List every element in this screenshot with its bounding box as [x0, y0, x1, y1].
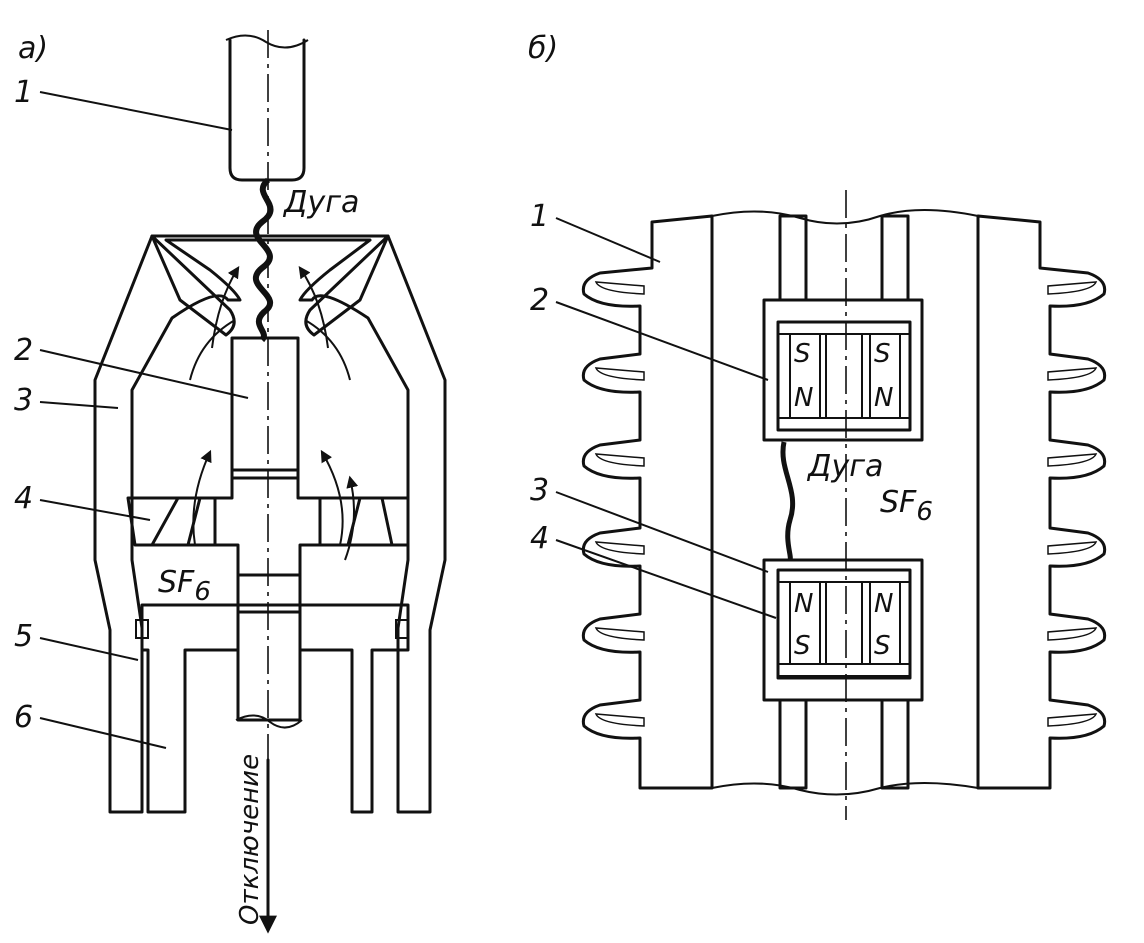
pole-upper-top-left: S	[794, 339, 811, 369]
leader	[39, 637, 139, 661]
panel-b-title: б)	[528, 31, 558, 66]
leader	[555, 217, 661, 263]
gas-label-a: SF6	[158, 565, 211, 607]
callout-a-3: 3	[14, 383, 33, 418]
lower-insulator-strip	[777, 663, 911, 677]
rod-break-line	[225, 34, 309, 49]
insulator-left	[581, 214, 714, 790]
break-line-bottom	[711, 782, 979, 796]
pole-upper-bottom-right: N	[874, 383, 893, 413]
flow-arrow	[192, 449, 212, 546]
upper-contact-rod	[228, 38, 306, 182]
lower-contact-rod	[236, 573, 302, 722]
callouts-b: 1 2 3 4	[530, 199, 777, 619]
shed-slots	[594, 281, 1098, 727]
break-line-top	[711, 209, 979, 225]
panel-a-title: а)	[18, 31, 48, 66]
fixed-contact-rod	[230, 336, 300, 480]
arc-label-a: Дуга	[282, 185, 359, 220]
callout-a-5: 5	[14, 619, 33, 654]
arc-b	[780, 441, 796, 562]
callout-b-2: 2	[530, 283, 549, 318]
rod-break-line	[235, 714, 303, 729]
flow-arrow	[320, 449, 344, 546]
lower-magnet-left	[789, 581, 821, 665]
lower-tube-left	[778, 698, 808, 790]
lower-core	[825, 581, 863, 665]
callout-b-3: 3	[530, 473, 549, 508]
upper-magnet-right	[869, 333, 901, 419]
flow-line	[304, 319, 351, 381]
motion-label: Отключение	[235, 754, 265, 925]
pole-lower-bottom-right: S	[874, 631, 891, 661]
pole-lower-top-left: N	[794, 589, 813, 619]
leader	[555, 301, 769, 381]
upper-magnet-left	[789, 333, 821, 419]
nozzle-throat-right	[304, 234, 390, 337]
callout-a-2: 2	[14, 333, 33, 368]
flow-arrow	[298, 266, 329, 349]
upper-tube-right	[880, 214, 910, 302]
perforated-disc-right	[318, 496, 410, 547]
callout-a-1: 1	[14, 75, 33, 110]
callout-b-4: 4	[530, 521, 549, 556]
leader	[39, 91, 233, 131]
gas-label-b: SF6	[880, 485, 933, 527]
leader	[39, 717, 167, 749]
upper-magnet-housing	[762, 298, 924, 442]
panel-b: б)	[528, 31, 1107, 820]
lower-magnet-right	[869, 581, 901, 665]
insulating-nozzle	[93, 234, 447, 814]
pole-lower-bottom-left: S	[794, 631, 811, 661]
piston-cylinder	[140, 603, 410, 814]
leader	[555, 491, 769, 573]
arc-a	[252, 177, 274, 343]
insulator-right	[976, 214, 1107, 790]
leader	[39, 499, 151, 521]
leader	[39, 349, 249, 399]
leader	[555, 539, 777, 619]
flow-arrow	[344, 475, 359, 561]
pole-upper-bottom-left: N	[794, 383, 813, 413]
lower-insulator-strip	[777, 569, 911, 583]
pole-lower-top-right: N	[874, 589, 893, 619]
lower-magnet-housing	[762, 558, 924, 702]
flow-line	[189, 319, 236, 381]
upper-core	[825, 333, 863, 419]
leader	[39, 401, 119, 409]
upper-tube-left	[778, 214, 808, 302]
seal	[135, 619, 149, 639]
callout-a-4: 4	[14, 481, 33, 516]
flow-arrow	[211, 265, 240, 349]
panel-a: а)	[14, 30, 447, 934]
lower-magnet-cavity	[776, 568, 912, 680]
arc-label-b: Дуга	[806, 449, 883, 484]
disc-hole	[150, 496, 202, 547]
callout-b-1: 1	[530, 199, 549, 234]
seal	[395, 619, 409, 639]
callout-a-6: 6	[14, 700, 33, 735]
lower-tube-right	[880, 698, 910, 790]
pole-upper-top-right: S	[874, 339, 891, 369]
disc-hole	[346, 496, 394, 547]
upper-insulator-strip	[777, 321, 911, 335]
perforated-disc-left	[126, 496, 217, 547]
upper-insulator-strip	[777, 417, 911, 431]
nozzle-throat-left	[150, 234, 236, 337]
callouts-a: 1 2 3 4 5 6	[14, 75, 249, 749]
